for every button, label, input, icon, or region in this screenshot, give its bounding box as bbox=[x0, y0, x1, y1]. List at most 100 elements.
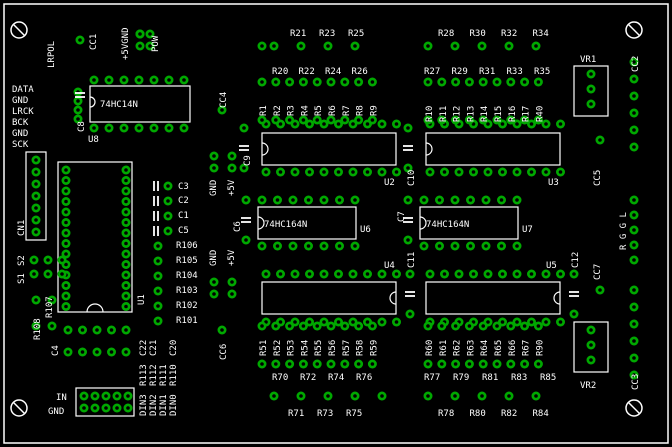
label-r67: R67 bbox=[522, 340, 532, 356]
cap-pad bbox=[63, 347, 73, 357]
label-r84: R84 bbox=[533, 409, 549, 419]
label-r30: R30 bbox=[470, 29, 486, 39]
ic-u7-outline bbox=[419, 206, 519, 240]
label-c12: C12 bbox=[571, 252, 581, 268]
ic-u4-pin bbox=[276, 269, 285, 279]
label-r58: R58 bbox=[356, 340, 366, 356]
c7-symbol bbox=[403, 217, 413, 223]
ic-u1-pin bbox=[121, 197, 131, 206]
ic-u6-pin bbox=[257, 241, 267, 251]
resistor-pad bbox=[520, 77, 530, 87]
edge-pad bbox=[629, 285, 639, 295]
resistor-pad bbox=[257, 321, 267, 331]
resistor-pad bbox=[437, 115, 447, 125]
ic-u8-pin bbox=[104, 123, 114, 133]
ic-u8-notch bbox=[89, 96, 96, 108]
cap-pad bbox=[107, 347, 116, 357]
cap-pad bbox=[163, 211, 173, 221]
resistor-pad bbox=[492, 321, 502, 331]
ic-u5-pin bbox=[483, 269, 493, 279]
label-c11: C11 bbox=[407, 252, 417, 268]
cn1-pad bbox=[31, 167, 41, 177]
ic-u6-pin bbox=[319, 195, 329, 205]
label-r104: R104 bbox=[176, 271, 198, 281]
ic-u8-outline bbox=[89, 85, 191, 123]
resistor-pad bbox=[506, 359, 516, 369]
ic-u4-pin bbox=[334, 269, 343, 279]
edge-pad bbox=[629, 302, 639, 312]
label-gnd-a: GND bbox=[209, 180, 219, 196]
resistor-pad bbox=[271, 115, 281, 125]
resistor-pad bbox=[506, 77, 516, 87]
ic-u8-pin bbox=[149, 75, 159, 85]
ic-u8-pin bbox=[89, 123, 99, 133]
ic-u8-pin bbox=[134, 75, 144, 85]
label-r62: R62 bbox=[453, 340, 463, 356]
gnd-5v-pad bbox=[227, 289, 237, 299]
label-r78: R78 bbox=[438, 409, 454, 419]
ic-u2-outline bbox=[261, 132, 397, 166]
label-r71: R71 bbox=[288, 409, 304, 419]
ic-u1-pin bbox=[61, 165, 71, 175]
ic-u1-pin bbox=[121, 270, 131, 280]
ic-u4-pin bbox=[319, 317, 329, 327]
edge-pad bbox=[629, 125, 639, 135]
label-r28: R28 bbox=[438, 29, 454, 39]
vr2-pad bbox=[586, 325, 596, 335]
c6-pad bbox=[241, 235, 251, 245]
header-pad bbox=[73, 96, 83, 106]
in-pad bbox=[79, 391, 89, 401]
ic-u4-outline bbox=[261, 281, 397, 315]
label-r90: R90 bbox=[535, 340, 545, 356]
resistor-pad bbox=[354, 359, 364, 369]
vr2-pad bbox=[586, 355, 596, 365]
in-pad bbox=[101, 391, 111, 401]
cc4-pad bbox=[217, 105, 227, 115]
label-r101: R101 bbox=[176, 316, 198, 326]
cn1-pad bbox=[31, 203, 41, 213]
ic-u2-pin bbox=[276, 167, 285, 177]
ic-u1-pin bbox=[61, 207, 71, 217]
resistor-pad bbox=[437, 359, 447, 369]
label-lrpol: LRPOL bbox=[47, 41, 57, 68]
ic-u1-pin bbox=[121, 186, 131, 196]
label-c7: C7 bbox=[397, 211, 407, 222]
ic-u4-pin bbox=[392, 269, 401, 279]
resistor-pad bbox=[533, 77, 543, 87]
label-r24: R24 bbox=[325, 67, 341, 77]
label-c20: C20 bbox=[169, 340, 179, 356]
resistor-pad bbox=[367, 359, 377, 369]
label-r76: R76 bbox=[356, 373, 372, 383]
label-r77: R77 bbox=[424, 373, 440, 383]
c12-symbol bbox=[569, 291, 579, 297]
edge-pad bbox=[629, 142, 639, 152]
edge-pad bbox=[629, 353, 639, 363]
label-c2: C2 bbox=[178, 196, 189, 206]
resistor-pad bbox=[350, 41, 360, 51]
edge-pad bbox=[629, 319, 639, 329]
vr2-pad bbox=[586, 340, 596, 350]
c1-symbol bbox=[153, 211, 159, 221]
resistor-pad bbox=[478, 359, 488, 369]
label-c4: C4 bbox=[51, 345, 61, 356]
ic-u4-pin bbox=[377, 269, 387, 279]
ic-u5-pin bbox=[527, 317, 536, 327]
label-r21: R21 bbox=[290, 29, 306, 39]
ic-u2-pin bbox=[319, 167, 329, 177]
ic-u1-pin bbox=[61, 218, 71, 227]
ic-u4-pin bbox=[261, 269, 271, 279]
resistor-pad bbox=[423, 115, 433, 125]
resistor-pad bbox=[271, 359, 281, 369]
in-pad bbox=[90, 391, 100, 401]
cn1-pad bbox=[31, 179, 41, 189]
resistor-pad bbox=[423, 391, 433, 401]
resistor-pad bbox=[478, 115, 488, 125]
cap-pad bbox=[121, 347, 131, 357]
label-cc5: CC5 bbox=[593, 170, 603, 186]
cap-pad bbox=[163, 226, 173, 236]
label-din2: DIN2 bbox=[149, 394, 159, 416]
label-r85: R85 bbox=[540, 373, 556, 383]
gnd-5v-pad bbox=[209, 151, 219, 161]
label-u1: U1 bbox=[137, 294, 147, 305]
label-r73: R73 bbox=[317, 409, 333, 419]
